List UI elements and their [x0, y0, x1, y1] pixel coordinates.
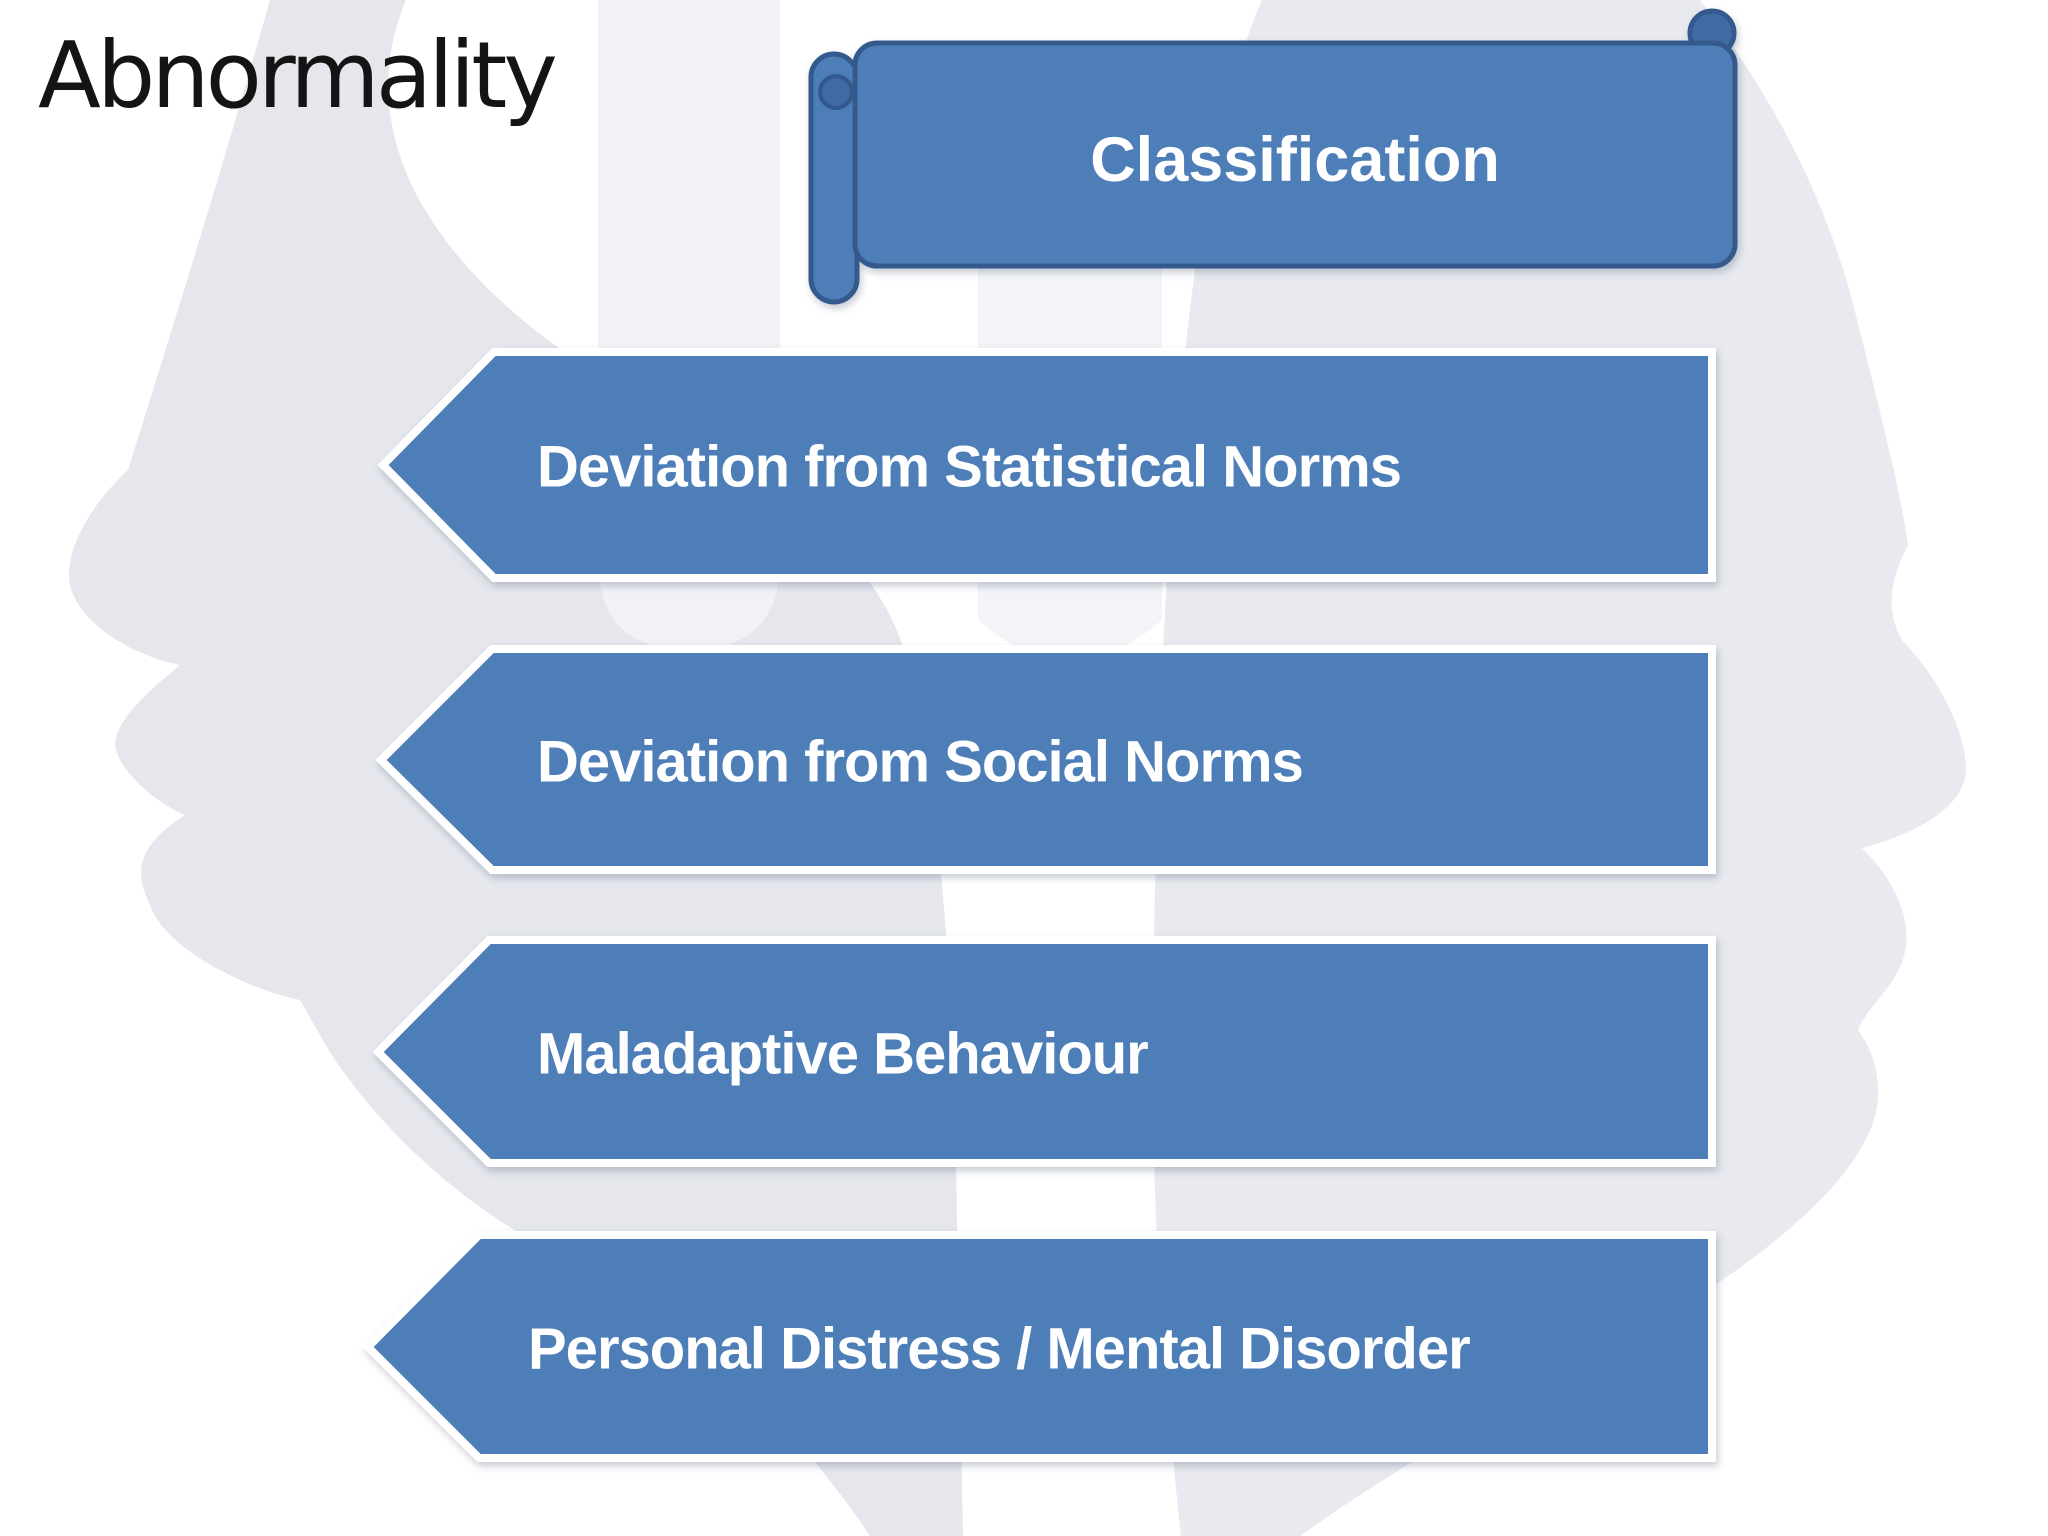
- arrow-personal-distress-mental-disorder: Personal Distress / Mental Disorder: [362, 1231, 1716, 1462]
- arrow-shape: [375, 645, 1716, 874]
- arrow-label: Deviation from Social Norms: [537, 730, 1303, 795]
- arrow-deviation-social-norms: Deviation from Social Norms: [375, 645, 1716, 874]
- banner-label: Classification: [1090, 125, 1500, 195]
- arrow-shape: [372, 936, 1716, 1167]
- arrow-shape: [377, 348, 1716, 582]
- classification-banner: Classification: [808, 8, 1738, 305]
- arrow-deviation-statistical-norms: Deviation from Statistical Norms: [377, 348, 1716, 582]
- arrow-label: Personal Distress / Mental Disorder: [528, 1317, 1470, 1382]
- arrow-label: Maladaptive Behaviour: [537, 1022, 1148, 1087]
- arrow-label: Deviation from Statistical Norms: [537, 435, 1401, 500]
- arrow-maladaptive-behaviour: Maladaptive Behaviour: [372, 936, 1716, 1167]
- slide-title: Abnormality: [38, 22, 558, 129]
- arrow-shape: [362, 1231, 1716, 1462]
- scroll-curl-left-roll: [818, 74, 854, 110]
- banner-panel: [852, 40, 1738, 269]
